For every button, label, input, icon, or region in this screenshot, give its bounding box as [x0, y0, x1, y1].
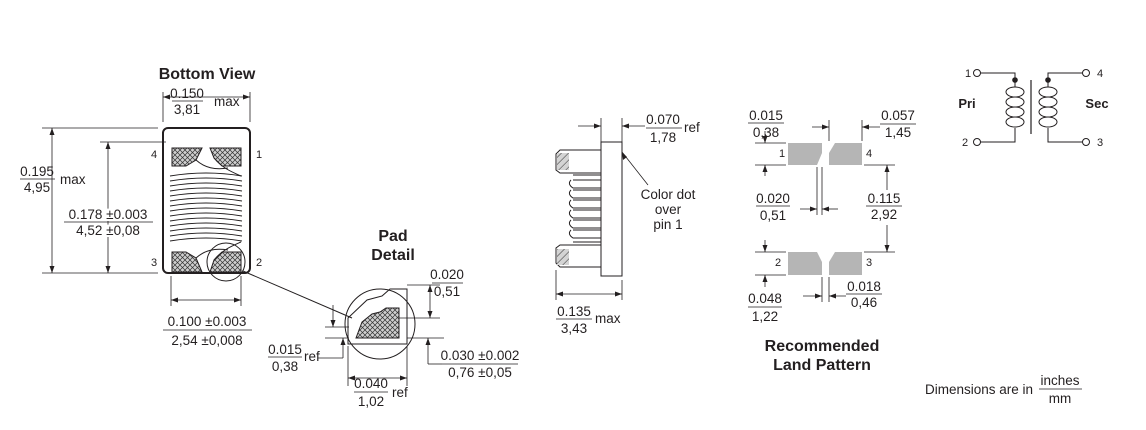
- side-body: [600, 141, 623, 277]
- pd-height-in: 0.030 ±0.002: [441, 348, 520, 363]
- polarity-dot-primary: [1012, 77, 1018, 83]
- terminal-pad-3: [171, 251, 203, 273]
- sv-top-in: 0.070: [646, 112, 680, 127]
- bv-bottom-width-in: 0.100 ±0.003: [168, 314, 247, 329]
- winding-coil: [169, 172, 243, 242]
- sv-bottom-mm: 3,43: [561, 321, 587, 336]
- bv-height-mm: 4,95: [24, 180, 50, 195]
- lp-pitch-in: 0.115: [868, 191, 901, 206]
- sv-note-2: over: [655, 202, 682, 217]
- land-pad-3: [829, 252, 862, 275]
- pd-gap-in: 0.020: [430, 267, 464, 282]
- detail-circle: [206, 242, 246, 282]
- sch-pin-4: 4: [1097, 68, 1103, 80]
- bv-pin-2: 2: [256, 257, 262, 269]
- sv-bottom-in: 0.135: [557, 304, 591, 319]
- sch-pin-1: 1: [965, 68, 971, 80]
- lp-bottom-gap-mm: 0,46: [851, 295, 877, 310]
- bv-pin-4: 4: [151, 149, 157, 161]
- bv-inner-height-in: 0.178 ±0.003: [69, 207, 148, 222]
- lp-bottom-gap-in: 0.018: [847, 279, 881, 294]
- lp-gap-in: 0.020: [756, 191, 790, 206]
- primary-coil: [1005, 86, 1025, 128]
- bv-width-suffix: max: [214, 94, 240, 109]
- pd-left-in: 0.015: [268, 342, 302, 357]
- units-note-text: Dimensions are in: [925, 382, 1033, 397]
- lp-pad-width-in: 0.057: [881, 108, 915, 123]
- pad-detail-pad: [355, 307, 400, 339]
- bv-height-suffix: max: [60, 172, 86, 187]
- pad-detail-title-1: Pad: [378, 228, 407, 245]
- pad-detail: Pad Detail 0.020 0,51 0.015 0,38 ref 0.0…: [268, 228, 519, 409]
- land-pad-4: [829, 143, 862, 165]
- pad-detail-title-2: Detail: [371, 247, 415, 264]
- units-note-denominator: mm: [1049, 391, 1072, 406]
- pd-height-mm: 0,76 ±0,05: [448, 365, 512, 380]
- bv-bottom-width-mm: 2,54 ±0,008: [171, 333, 242, 348]
- lp-pad-height-in: 0.015: [749, 108, 783, 123]
- pd-gap-mm: 0,51: [434, 284, 460, 299]
- sch-sec-label: Sec: [1085, 96, 1108, 111]
- land-pattern: 1 4 2 3 0.015 0,38 0.057 1,45 0.020 0,51: [748, 108, 916, 374]
- pad-detail-circle: [344, 288, 416, 360]
- land-pattern-title-2: Land Pattern: [773, 357, 871, 374]
- lp-pad-height-mm: 0,38: [753, 125, 779, 140]
- secondary-coil: [1038, 86, 1058, 128]
- units-note: Dimensions are in inches mm: [925, 373, 1082, 406]
- bv-pin-3: 3: [151, 257, 157, 269]
- side-coil: [568, 174, 601, 243]
- transformer-schematic: 1 2 3 4 Pri Sec: [958, 68, 1108, 149]
- sv-top-mm: 1,78: [650, 130, 676, 145]
- polarity-dot-secondary: [1045, 77, 1051, 83]
- lp-pin-1: 1: [779, 148, 785, 160]
- side-view: 0.070 1,78 ref Color dot over pin 1 0.13…: [555, 112, 700, 336]
- lp-pad-len-mm: 1,22: [752, 309, 778, 324]
- bv-height-in: 0.195: [20, 164, 54, 179]
- lp-gap-mm: 0,51: [760, 208, 786, 223]
- sch-pin-2: 2: [962, 137, 968, 149]
- lp-pad-width-mm: 1,45: [885, 125, 911, 140]
- sv-top-suffix: ref: [684, 120, 700, 135]
- sch-pin-3: 3: [1097, 137, 1103, 149]
- pd-left-suffix: ref: [304, 349, 320, 364]
- land-pattern-title-1: Recommended: [765, 338, 880, 355]
- lp-pin-3: 3: [866, 257, 872, 269]
- lp-pin-2: 2: [775, 257, 781, 269]
- pd-width-in: 0.040: [354, 376, 388, 391]
- sch-pri-label: Pri: [958, 96, 975, 111]
- bv-inner-height-mm: 4,52 ±0,08: [76, 223, 140, 238]
- land-pad-1: [788, 143, 822, 165]
- sv-bottom-suffix: max: [595, 311, 621, 326]
- pd-left-mm: 0,38: [272, 359, 298, 374]
- bv-width-mm: 3,81: [174, 102, 200, 117]
- units-note-numerator: inches: [1040, 373, 1079, 388]
- sv-note-3: pin 1: [653, 217, 682, 232]
- lp-pitch-mm: 2,92: [871, 207, 897, 222]
- lp-pin-4: 4: [866, 148, 872, 160]
- bv-pin-1: 1: [256, 149, 262, 161]
- bottom-view: Bottom View 0.150 3,81 max: [20, 66, 353, 348]
- pd-width-suffix: ref: [392, 385, 408, 400]
- land-pad-2: [788, 252, 822, 275]
- terminal-pad-4: [171, 147, 203, 167]
- bv-width-in: 0.150: [170, 86, 204, 101]
- bottom-view-title: Bottom View: [159, 66, 256, 83]
- sv-note-1: Color dot: [641, 187, 696, 202]
- pd-width-mm: 1,02: [358, 394, 384, 409]
- lp-pad-len-in: 0.048: [748, 291, 782, 306]
